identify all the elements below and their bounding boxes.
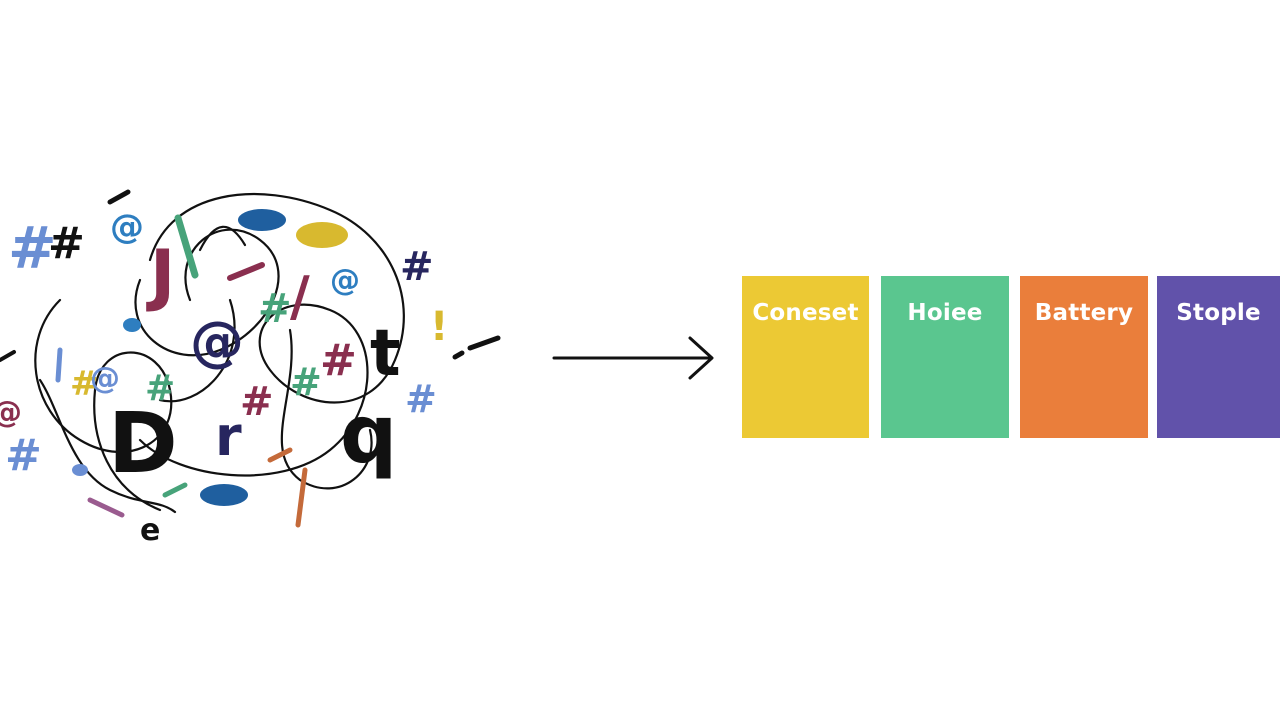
tangled-lines: [34, 193, 405, 514]
at-symbol: @: [90, 361, 120, 396]
squiggle-stroke: [162, 482, 188, 498]
hash-symbol: #: [70, 364, 99, 404]
at-symbol: @: [0, 395, 22, 430]
squiggle-stroke: [295, 467, 308, 528]
letter-glyph: D: [108, 394, 178, 492]
squiggle-stroke: [87, 497, 125, 518]
squiggle-stroke: [267, 447, 293, 463]
scattered-strokes: [0, 189, 501, 528]
hash-symbol: #: [145, 368, 175, 409]
category-label-1: Coneset: [752, 300, 859, 326]
category-box-3: Battery: [1020, 276, 1148, 438]
arrow-right-icon: [552, 336, 714, 380]
category-box-1: Coneset: [742, 276, 869, 438]
leaf-blob: [238, 209, 286, 231]
squiggle-stroke: [55, 347, 63, 383]
at-symbol: @: [190, 310, 244, 373]
hash-symbol: #: [320, 335, 357, 386]
squiggle-stroke: [0, 350, 16, 362]
leaf-blob: [72, 464, 88, 476]
letter-glyph: e: [140, 513, 160, 548]
leaf-shapes: [72, 209, 348, 506]
hash-symbol: #: [5, 430, 42, 481]
letter-glyph: q: [340, 388, 397, 481]
category-box-2: Hoiee: [881, 276, 1009, 438]
exclamation-glyph: !: [430, 304, 448, 350]
letter-glyph: r: [215, 405, 242, 468]
hash-symbol: #: [290, 360, 322, 404]
hash-symbol: #: [258, 286, 292, 332]
letter-glyph: /: [290, 265, 310, 328]
letter-glyph: t: [370, 317, 401, 391]
hash-symbol: #: [405, 377, 437, 421]
letter-glyph: J: [146, 236, 175, 315]
squiggle-stroke: [174, 214, 199, 279]
squiggle-stroke: [227, 262, 265, 281]
category-label-3: Battery: [1034, 300, 1134, 326]
hash-symbol: #: [400, 244, 434, 290]
hash-symbol: #: [8, 214, 57, 282]
leaf-blob: [296, 222, 348, 248]
hash-symbol: #: [240, 379, 274, 425]
leaf-blob: [123, 318, 141, 332]
tangled-symbols-cluster: # # # # # # # # # # # @ @ @ @ @ D q J t …: [0, 189, 501, 548]
squiggle-stroke: [467, 335, 501, 351]
category-box-4: Stople: [1157, 276, 1280, 438]
hash-symbol: #: [48, 218, 85, 269]
at-symbol: @: [110, 207, 144, 247]
squiggle-stroke: [452, 350, 465, 360]
category-label-2: Hoiee: [907, 300, 983, 326]
squiggle-stroke: [107, 189, 131, 205]
category-label-4: Stople: [1176, 300, 1261, 326]
leaf-blob: [200, 484, 248, 506]
at-symbol: @: [330, 263, 360, 298]
